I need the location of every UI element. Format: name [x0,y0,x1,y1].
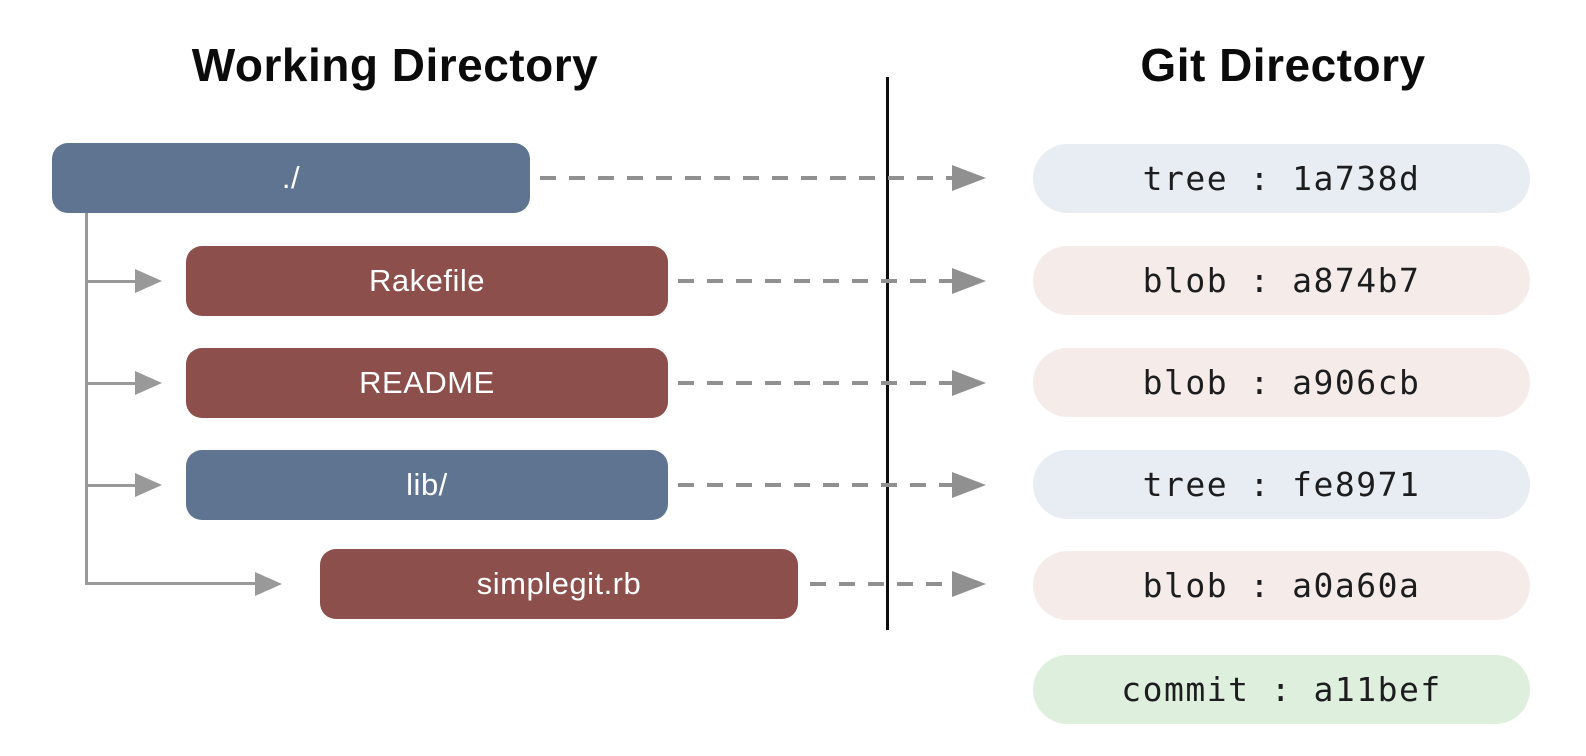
git-object-label: blob : a906cb [1142,363,1421,402]
mapping-dashed-line [678,483,952,487]
node-label: README [359,365,495,400]
git-object-tree-fe8971: tree : fe8971 [1033,450,1530,519]
git-object-blob-a874b7: blob : a874b7 [1033,246,1530,315]
arrow-right-icon [952,472,986,498]
git-object-label: tree : 1a738d [1142,159,1421,198]
node-simplegit-rb: simplegit.rb [320,549,798,619]
tree-branch-line [85,280,135,283]
git-object-blob-a0a60a: blob : a0a60a [1033,551,1530,620]
working-directory-title: Working Directory [191,39,599,91]
arrow-right-icon [135,371,162,395]
node-label: ./ [281,160,301,195]
git-object-label: commit : a11bef [1121,670,1442,709]
git-object-blob-a906cb: blob : a906cb [1033,348,1530,417]
arrow-right-icon [952,268,986,294]
node-readme: README [186,348,668,418]
mapping-dashed-line [810,582,952,586]
tree-branch-line [85,484,135,487]
node-rakefile: Rakefile [186,246,668,316]
tree-trunk-line [85,213,88,585]
node-label: simplegit.rb [476,566,642,601]
arrow-right-icon [952,571,986,597]
arrow-right-icon [255,572,282,596]
node-root-directory: ./ [52,143,530,213]
mapping-dashed-line [678,279,952,283]
git-directory-title: Git Directory [1140,39,1426,91]
arrow-right-icon [135,269,162,293]
git-object-label: tree : fe8971 [1142,465,1421,504]
node-label: Rakefile [369,263,485,298]
git-object-commit-a11bef: commit : a11bef [1033,655,1530,724]
tree-branch-line [85,382,135,385]
git-object-tree-1a738d: tree : 1a738d [1033,144,1530,213]
section-divider-line [886,77,889,630]
git-object-label: blob : a0a60a [1142,566,1421,605]
arrow-right-icon [952,370,986,396]
mapping-dashed-line [540,176,952,180]
git-object-label: blob : a874b7 [1142,261,1421,300]
mapping-dashed-line [678,381,952,385]
arrow-right-icon [952,165,986,191]
arrow-right-icon [135,473,162,497]
node-label: lib/ [406,467,448,502]
tree-branch-line [85,582,255,585]
node-lib-directory: lib/ [186,450,668,520]
